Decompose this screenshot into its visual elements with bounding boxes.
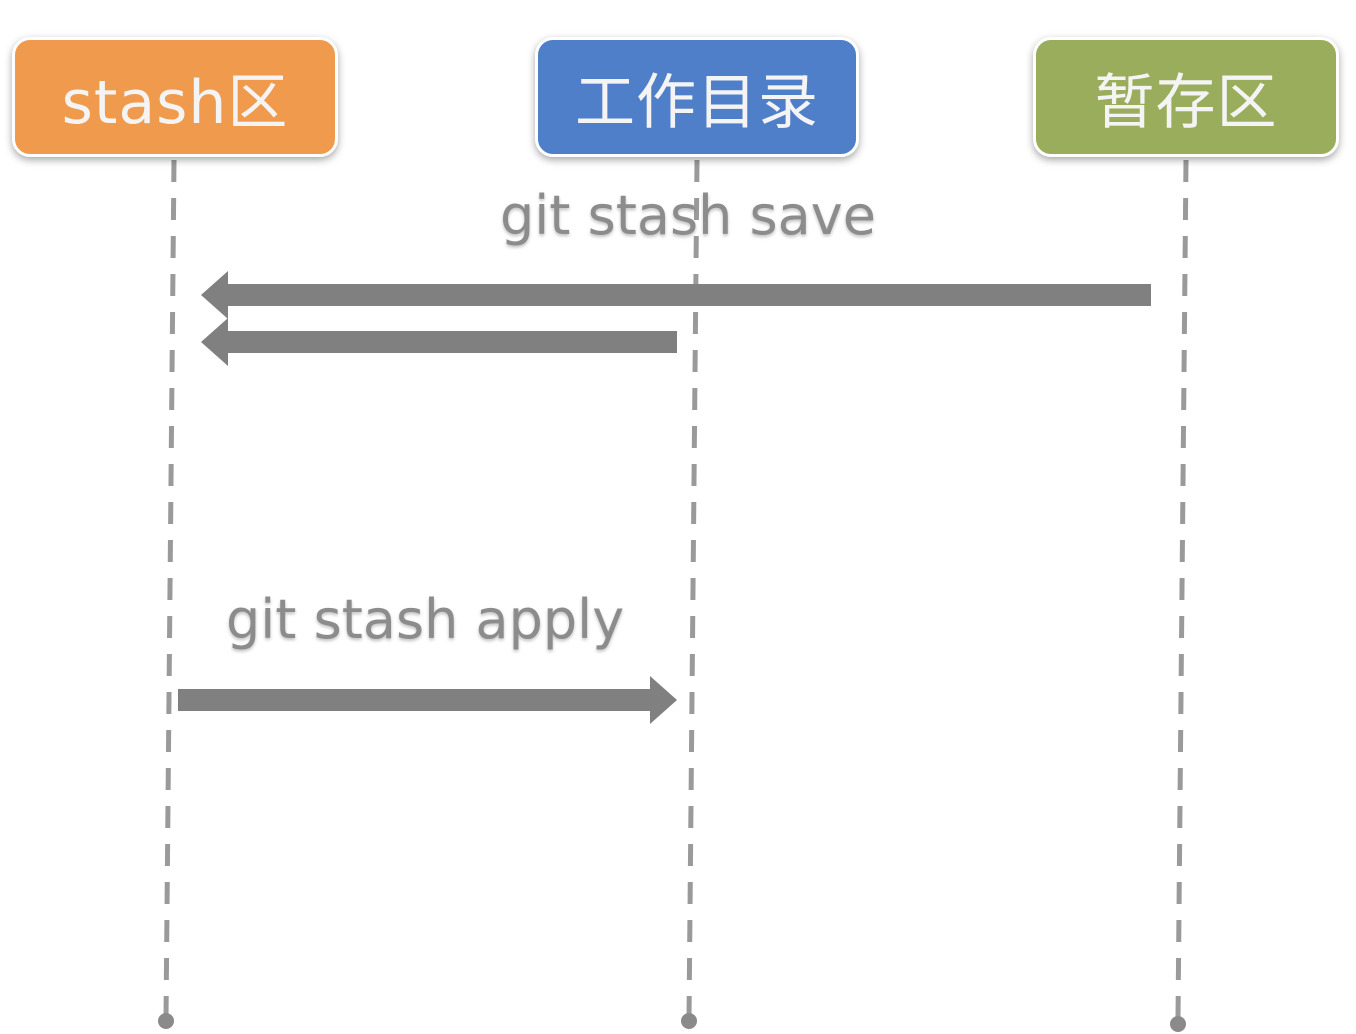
stash-area-box: stash区	[12, 37, 338, 157]
staging-area-label: 暂存区	[1094, 67, 1278, 138]
working-directory-box: 工作目录	[535, 37, 859, 157]
lifeline-staging	[1170, 159, 1189, 1032]
arrow-staging-to-stash	[201, 271, 1151, 319]
stash-area-label: stash区	[61, 67, 289, 138]
staging-area-box: 暂存区	[1033, 37, 1339, 157]
git-stash-save-label: git stash save	[500, 184, 876, 247]
working-directory-label: 工作目录	[575, 67, 819, 138]
lifeline-workdir	[681, 159, 700, 1029]
arrow-stash-to-workdir	[178, 676, 677, 724]
arrow-workdir-to-stash	[201, 318, 677, 366]
lifeline-stash	[158, 159, 177, 1029]
git-stash-apply-label: git stash apply	[226, 588, 625, 651]
